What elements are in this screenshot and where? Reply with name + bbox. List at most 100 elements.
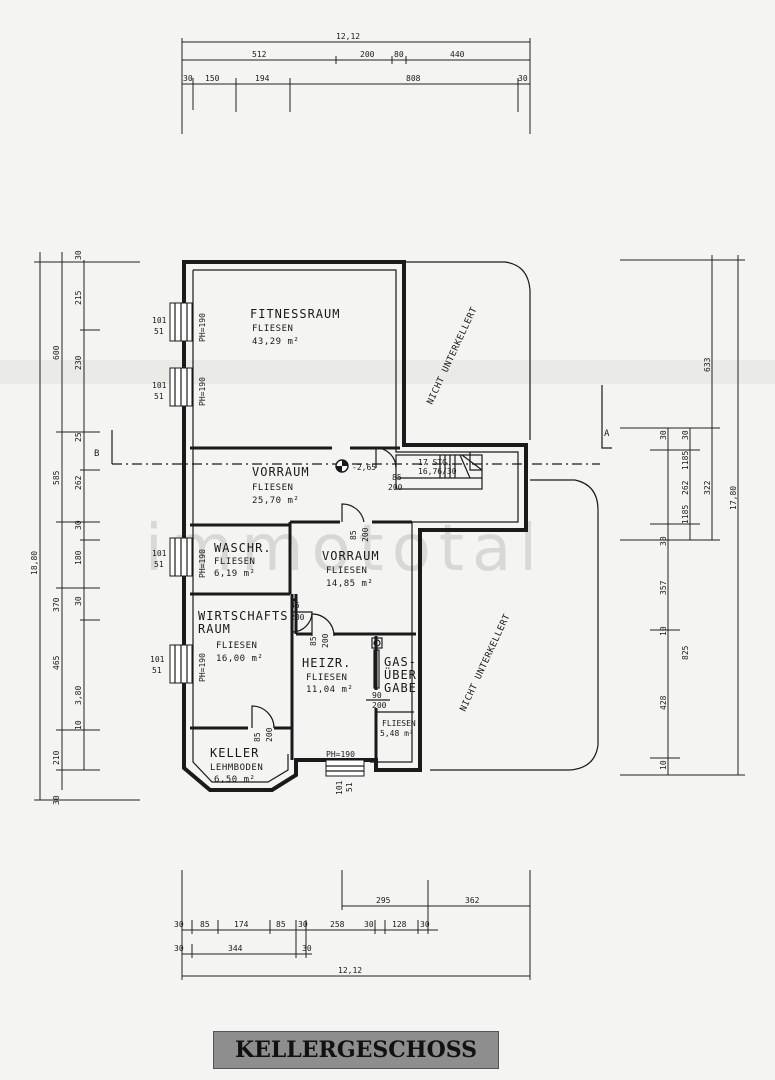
doors: 85 200 85 200 85 200 85 200 85 200 90 20… xyxy=(251,447,403,742)
door-wirtschaft xyxy=(291,611,313,633)
left-dim-11: 30 xyxy=(74,520,83,530)
non-basement-label-2: NICHT UNTERKELLERT xyxy=(459,612,513,713)
left-dim-1: 600 xyxy=(52,345,61,360)
win1-ph: PH=190 xyxy=(198,313,207,342)
door-stair xyxy=(375,447,397,469)
bottom-dim-7: 30 xyxy=(298,920,308,929)
gas-line-3: GABE xyxy=(384,681,417,695)
bottom-total: 12,12 xyxy=(338,966,362,975)
stairs-size: 16,76/30 xyxy=(418,467,457,476)
bottom-dim-1: 295 xyxy=(376,896,391,905)
bottom-dim-13: 344 xyxy=(228,944,243,953)
left-dim-2: 585 xyxy=(52,470,61,485)
gas-line-2: ÜBER xyxy=(384,666,417,682)
bottom-dim-6: 85 xyxy=(276,920,286,929)
win5-w: 101 xyxy=(335,780,344,795)
stairs: 17 STG. 16,76/30 xyxy=(395,452,483,490)
bottom-dim-14: 30 xyxy=(302,944,312,953)
door-wirtschaft-h: 200 xyxy=(290,613,305,622)
section-line: B A -2,65 xyxy=(94,385,612,473)
heiz-floor: FLIESEN xyxy=(306,673,347,683)
wirtschaft-floor: FLIESEN xyxy=(216,641,257,651)
left-dim-15: 10 xyxy=(74,720,83,730)
right-dim-9: 357 xyxy=(659,580,668,595)
left-dim-12: 180 xyxy=(74,550,83,565)
right-dim-12: 428 xyxy=(659,695,668,710)
left-dim-14: 3,80 xyxy=(74,686,83,705)
right-dim-10: 10 xyxy=(659,626,668,636)
win1-w: 101 xyxy=(152,316,167,325)
stairs-count: 17 STG. xyxy=(418,458,452,467)
win3-ph: PH=190 xyxy=(198,549,207,578)
non-basement-label-1: NICHT UNTERKELLERT xyxy=(426,305,480,406)
fitness-floor: FLIESEN xyxy=(252,324,293,334)
win5-ph: PH=190 xyxy=(326,750,355,759)
right-dim-7: 1185 xyxy=(681,505,690,524)
waschr-name: WASCHR. xyxy=(214,541,272,555)
gas-valve xyxy=(371,637,383,649)
bottom-dim-9: 30 xyxy=(364,920,374,929)
keller-name: KELLER xyxy=(210,746,259,760)
left-dim-8: 230 xyxy=(74,355,83,370)
left-dim-10: 262 xyxy=(74,475,83,490)
gas-line-1: GAS- xyxy=(384,655,417,669)
vorraum2-name: VORRAUM xyxy=(322,549,380,563)
win2-ph: PH=190 xyxy=(198,377,207,406)
win3-h: 51 xyxy=(154,560,164,569)
right-dim-5: 1185 xyxy=(681,451,690,470)
door-heiz-w: 85 xyxy=(309,636,318,646)
bottom-dim-4: 85 xyxy=(200,920,210,929)
win5-h: 51 xyxy=(345,782,354,792)
walls xyxy=(182,260,528,792)
door-gas-h: 200 xyxy=(372,701,387,710)
door-stair-w: 85 xyxy=(392,473,402,482)
bottom-dim-11: 30 xyxy=(420,920,430,929)
right-dim-4: 30 xyxy=(681,430,690,440)
top-dim-7: 194 xyxy=(255,74,270,83)
top-dim-4: 440 xyxy=(450,50,465,59)
room-labels: FITNESSRAUM FLIESEN 43,29 m² VORRAUM FLI… xyxy=(198,307,417,785)
right-dimensions: 17,80 633 322 30 30 1185 262 1185 30 357… xyxy=(620,255,745,776)
small-floor: FLIESEN xyxy=(382,719,416,728)
heiz-area: 11,04 m² xyxy=(306,685,353,695)
waschr-area: 6,19 m² xyxy=(214,569,255,579)
win2-h: 51 xyxy=(154,392,164,401)
waschr-floor: FLIESEN xyxy=(214,557,255,567)
windows: 101 51 PH=190 101 51 PH=190 101 51 PH=19… xyxy=(150,302,365,795)
right-dim-6: 262 xyxy=(681,480,690,495)
top-dim-9: 30 xyxy=(518,74,528,83)
left-dim-13: 30 xyxy=(74,596,83,606)
door-gas-w: 90 xyxy=(372,691,382,700)
right-dim-11: 825 xyxy=(681,645,690,660)
window-5 xyxy=(325,759,365,777)
door-vorraum2-h: 200 xyxy=(361,527,370,542)
left-outer: 18,80 xyxy=(30,551,39,575)
left-dimensions: 18,80 600 585 370 465 210 30 215 230 25 … xyxy=(30,250,140,805)
level-label: -2,65 xyxy=(352,463,376,472)
wirtschaft-area: 16,00 m² xyxy=(216,654,263,664)
bottom-dim-8: 258 xyxy=(330,920,345,929)
top-dim-8: 808 xyxy=(406,74,421,83)
door-vorraum2 xyxy=(341,503,365,523)
door-keller-w: 85 xyxy=(253,732,262,742)
right-dim-1: 633 xyxy=(703,357,712,372)
floor-title: KELLERGESCHOSS xyxy=(234,1037,478,1063)
gas-meter xyxy=(373,649,380,689)
top-dim-2: 200 xyxy=(360,50,375,59)
win4-ph: PH=190 xyxy=(198,653,207,682)
left-dim-6: 30 xyxy=(74,250,83,260)
vorraum1-floor: FLIESEN xyxy=(252,483,293,493)
wirtschaft-name-1: WIRTSCHAFTS- xyxy=(198,609,297,623)
right-outer: 17,80 xyxy=(729,486,738,510)
bottom-dim-2: 362 xyxy=(465,896,480,905)
left-dim-5: 210 xyxy=(52,750,61,765)
win1-h: 51 xyxy=(154,327,164,336)
bottom-dim-10: 128 xyxy=(392,920,407,929)
keller-floor: LEHMBODEN xyxy=(210,763,263,773)
door-vorraum2-w: 85 xyxy=(349,530,358,540)
left-dim-9: 25 xyxy=(74,432,83,442)
heiz-name: HEIZR. xyxy=(302,656,351,670)
left-dim-4: 465 xyxy=(52,655,61,670)
bottom-dim-3: 30 xyxy=(174,920,184,929)
